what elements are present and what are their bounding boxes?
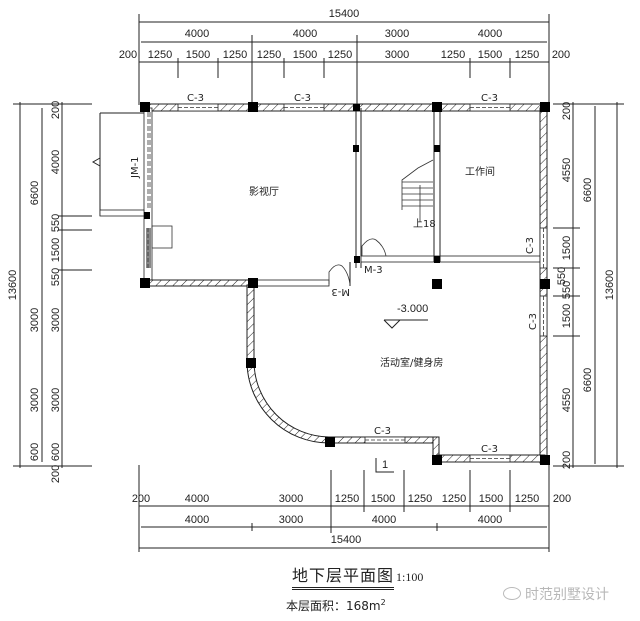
window-label: C-3	[187, 93, 204, 104]
right-detail-dim: 1500	[561, 236, 573, 260]
top-detail-dim: 200	[119, 49, 137, 61]
watermark-text: 时范别墅设计	[525, 587, 609, 603]
bottom-detail-dim: 1250	[442, 493, 466, 505]
bottom-axis-dim: 4000	[478, 514, 502, 526]
bottom-detail-dim: 1250	[515, 493, 539, 505]
right-detail-dim: 200	[561, 102, 573, 120]
top-detail-dim: 1250	[148, 49, 172, 61]
window-label: C-3	[481, 444, 498, 455]
door-label-m3: M-3	[364, 265, 383, 276]
bottom-axis-dim: 4000	[185, 514, 209, 526]
floor-area: 本层面积：168m2	[286, 597, 386, 614]
left-total-dim: 13600	[7, 270, 19, 301]
columns	[140, 102, 550, 465]
section-number: 1	[382, 459, 388, 471]
stair-up-label: 上18	[413, 218, 436, 230]
floor-area-unit: 2	[380, 598, 386, 607]
left-detail-dim: 550	[50, 268, 62, 286]
wechat-icon	[503, 587, 521, 600]
top-detail-dim: 1500	[293, 49, 317, 61]
drawing-scale: 1:100	[396, 570, 424, 584]
right-dimensions: 200 4550 1500 550 550 1500 4550 200 6600…	[553, 102, 624, 469]
drawing-title: 地下层平面图	[292, 562, 395, 590]
top-detail-dim: 1250	[257, 49, 281, 61]
bottom-detail-dim: 4000	[185, 493, 209, 505]
window-label: C-3	[294, 93, 311, 104]
top-detail-dim: 1250	[223, 49, 247, 61]
window-label: C-3	[528, 313, 539, 330]
top-detail-dim: 1500	[186, 49, 210, 61]
top-detail-dim: 1250	[515, 49, 539, 61]
bottom-dimensions: 200 4000 3000 1250 1500 1250 1250 1500 1…	[132, 465, 571, 552]
left-axis-dim: 3000	[29, 308, 41, 332]
window-label: C-3	[525, 237, 536, 254]
left-detail-dim: 3000	[50, 308, 62, 332]
top-axis-dim: 3000	[385, 28, 409, 40]
top-detail-dim: 3000	[385, 49, 409, 61]
top-axis-dim: 4000	[185, 28, 209, 40]
room-theater: 影视厅	[249, 185, 279, 198]
door-label-jm1: JM-1	[130, 156, 141, 179]
stair: 上18	[401, 159, 436, 230]
bottom-axis-dim: 3000	[279, 514, 303, 526]
left-detail-dim: 550	[50, 214, 62, 232]
doors	[328, 238, 387, 286]
door-label-m3-mirrored: M-3	[331, 286, 350, 297]
left-axis-dim: 6600	[29, 181, 41, 205]
elevation-marker: -3.000	[383, 303, 428, 329]
left-detail-dim: 200	[50, 465, 62, 483]
right-detail-dim: 200	[561, 451, 573, 469]
elevation-value: -3.000	[397, 303, 428, 315]
bottom-detail-dim: 200	[553, 493, 571, 505]
window-label: C-3	[374, 426, 391, 437]
top-detail-dim: 1250	[441, 49, 465, 61]
left-detail-dim: 3000	[50, 388, 62, 412]
right-axis-dim: 6600	[582, 368, 594, 392]
left-axis-dim: 600	[29, 443, 41, 461]
room-activity: 活动室/健身房	[380, 356, 443, 369]
watermark: 时范别墅设计	[503, 584, 609, 604]
bottom-detail-dim: 3000	[279, 493, 303, 505]
bottom-detail-dim: 1500	[371, 493, 395, 505]
section-mark: 1	[375, 458, 394, 473]
top-dimensions: 15400 4000 4000 3000 4000 200 1250 1500 …	[119, 8, 570, 105]
floor-area-label: 本层面积：	[286, 599, 347, 613]
bottom-detail-dim: 1250	[408, 493, 432, 505]
top-total-dim: 15400	[329, 8, 360, 20]
left-detail-dim: 600	[50, 443, 62, 461]
bottom-total-dim: 15400	[331, 534, 362, 546]
right-axis-dim: 6600	[582, 178, 594, 202]
right-total-dim: 13600	[604, 270, 616, 301]
floor-area-value: 168m	[346, 599, 381, 613]
top-detail-dim: 1500	[478, 49, 502, 61]
right-detail-dim: 550	[561, 281, 573, 299]
room-studio: 工作间	[465, 165, 495, 178]
left-dimensions: 13600 6600 3000 3000 600 200 4000 550 15…	[7, 101, 92, 483]
right-detail-dim: 550	[556, 267, 568, 285]
right-detail-dim: 1500	[561, 304, 573, 328]
right-detail-dim: 4550	[561, 158, 573, 182]
right-detail-dim: 4550	[561, 388, 573, 412]
bottom-axis-dim: 4000	[372, 514, 396, 526]
bottom-detail-dim: 1250	[335, 493, 359, 505]
left-detail-dim: 4000	[50, 150, 62, 174]
bottom-detail-dim: 1500	[479, 493, 503, 505]
top-detail-dim: 1250	[328, 49, 352, 61]
top-detail-dim: 200	[552, 49, 570, 61]
bottom-detail-dim: 200	[132, 493, 150, 505]
left-detail-dim: 1500	[50, 238, 62, 262]
top-axis-dim: 4000	[293, 28, 317, 40]
left-detail-dim: 200	[50, 101, 62, 119]
top-axis-dim: 4000	[478, 28, 502, 40]
walls	[91, 103, 548, 464]
window-label: C-3	[481, 93, 498, 104]
left-axis-dim: 3000	[29, 388, 41, 412]
